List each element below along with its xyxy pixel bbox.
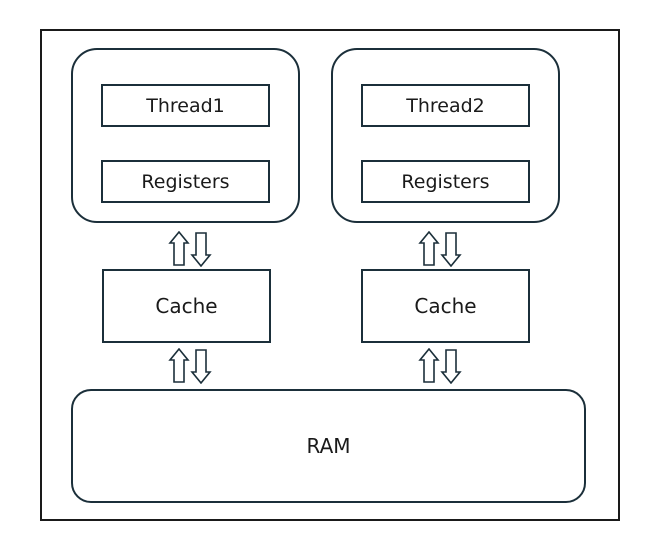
thread1-cache-arrows-icon	[168, 231, 212, 267]
thread2-label: Thread2	[406, 94, 485, 117]
thread-group-2: Thread2 Registers	[331, 48, 560, 223]
cache1-box: Cache	[102, 269, 271, 343]
ram-box: RAM	[71, 389, 586, 503]
cache2-label: Cache	[414, 294, 477, 318]
registers1-box: Registers	[101, 160, 270, 203]
registers1-label: Registers	[141, 170, 230, 193]
cache2-box: Cache	[361, 269, 530, 343]
thread1-label: Thread1	[146, 94, 225, 117]
cache1-ram-arrows-icon	[168, 348, 212, 384]
registers2-box: Registers	[361, 160, 530, 203]
thread2-cache-arrows-icon	[418, 231, 462, 267]
ram-label: RAM	[306, 434, 351, 458]
cache2-ram-arrows-icon	[418, 348, 462, 384]
thread1-box: Thread1	[101, 84, 270, 127]
diagram-frame	[40, 29, 620, 521]
registers2-label: Registers	[401, 170, 490, 193]
thread2-box: Thread2	[361, 84, 530, 127]
thread-group-1: Thread1 Registers	[71, 48, 300, 223]
cache1-label: Cache	[155, 294, 218, 318]
